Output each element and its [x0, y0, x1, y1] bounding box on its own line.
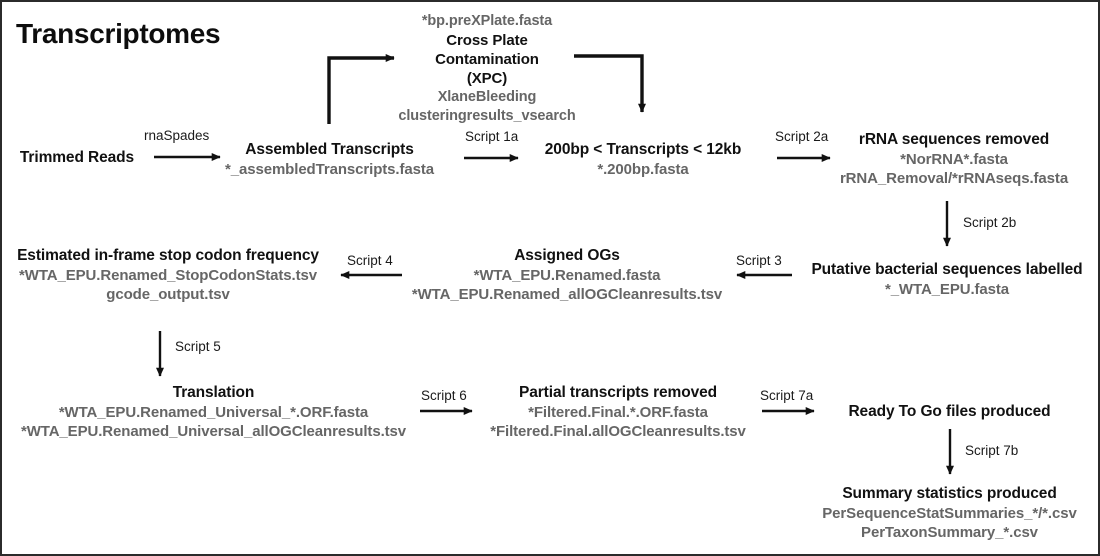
node-title: 200bp < Transcripts < 12kb: [544, 141, 742, 158]
node-summary-statistics: Summary statistics produced PerSequenceS…: [797, 484, 1098, 542]
edge-label-script-7b: Script 7b: [965, 443, 1019, 458]
edge-label-script-4: Script 4: [347, 253, 393, 268]
node-file: *NorRNA*.fasta: [900, 150, 1008, 168]
node-file: *_assembledTranscripts.fasta: [225, 160, 434, 178]
node-file: *bp.preXPlate.fasta: [421, 13, 553, 29]
edge-label-script-3: Script 3: [736, 253, 782, 268]
node-rrna-removed: rRNA sequences removed *NorRNA*.fasta rR…: [832, 130, 1076, 188]
node-partial-transcripts-removed: Partial transcripts removed *Filtered.Fi…: [482, 383, 754, 441]
page-title: Transcriptomes: [16, 18, 221, 49]
node-file: *WTA_EPU.Renamed.fasta: [473, 266, 661, 284]
node-size-filtered-transcripts: 200bp < Transcripts < 12kb *.200bp.fasta: [527, 140, 759, 179]
node-file: *.200bp.fasta: [597, 160, 689, 178]
node-trimmed-reads: Trimmed Reads: [2, 148, 152, 168]
node-ready-to-go: Ready To Go files produced: [822, 402, 1077, 422]
edge-label-script-5: Script 5: [175, 339, 221, 354]
node-file: PerTaxonSummary_*.csv: [861, 524, 1038, 542]
node-title: rRNA sequences removed: [858, 131, 1050, 148]
node-file: *Filtered.Final.allOGCleanresults.tsv: [490, 423, 746, 441]
node-file: *WTA_EPU.Renamed_StopCodonStats.tsv: [19, 266, 317, 284]
node-file: *WTA_EPU.Renamed_allOGCleanresults.tsv: [411, 286, 723, 304]
node-title: Trimmed Reads: [19, 149, 135, 166]
node-title: Partial transcripts removed: [518, 384, 718, 401]
node-title: Putative bacterial sequences labelled: [811, 261, 1083, 278]
node-bacterial-labelled: Putative bacterial sequences labelled *_…: [802, 260, 1092, 299]
node-stop-codon-frequency: Estimated in-frame stop codon frequency …: [5, 246, 331, 304]
node-file: PerSequenceStatSummaries_*/*.csv: [822, 504, 1077, 522]
node-title: Estimated in-frame stop codon frequency: [17, 247, 319, 264]
node-file: clusteringresults_vsearch: [398, 107, 576, 124]
edge-label-rnaspades: rnaSpades: [144, 128, 210, 143]
node-cross-plate-contamination: *bp.preXPlate.fasta Cross Plate Contamin…: [382, 12, 592, 125]
edge-label-script-6: Script 6: [421, 388, 467, 403]
edge-label-script-1a: Script 1a: [465, 129, 519, 144]
edge-label-script-2a: Script 2a: [775, 129, 829, 144]
node-title: Assembled Transcripts: [245, 141, 414, 158]
node-title-line1: Cross Plate: [446, 31, 528, 49]
edge-label-script-7a: Script 7a: [760, 388, 814, 403]
node-file: *Filtered.Final.*.ORF.fasta: [528, 403, 708, 421]
node-assembled-transcripts: Assembled Transcripts *_assembledTranscr…: [207, 140, 452, 179]
node-title: Translation: [172, 384, 255, 401]
node-title: Ready To Go files produced: [848, 403, 1051, 420]
node-assigned-ogs: Assigned OGs *WTA_EPU.Renamed.fasta *WTA…: [407, 246, 727, 304]
node-title-line2: Contamination: [435, 50, 539, 68]
node-file: *WTA_EPU.Renamed_Universal_*.ORF.fasta: [58, 403, 369, 421]
node-file: *WTA_EPU.Renamed_Universal_allOGCleanres…: [20, 423, 407, 441]
edge-label-script-2b: Script 2b: [963, 215, 1017, 230]
node-translation: Translation *WTA_EPU.Renamed_Universal_*…: [6, 383, 421, 441]
node-file: rRNA_Removal/*rRNAseqs.fasta: [839, 170, 1069, 188]
node-title-line3: (XPC): [466, 69, 508, 87]
node-file: XlaneBleeding: [437, 89, 537, 106]
node-file: gcode_output.tsv: [106, 286, 230, 304]
node-file: *_WTA_EPU.fasta: [884, 280, 1010, 298]
node-title: Summary statistics produced: [842, 485, 1057, 502]
node-title: Assigned OGs: [514, 247, 620, 264]
